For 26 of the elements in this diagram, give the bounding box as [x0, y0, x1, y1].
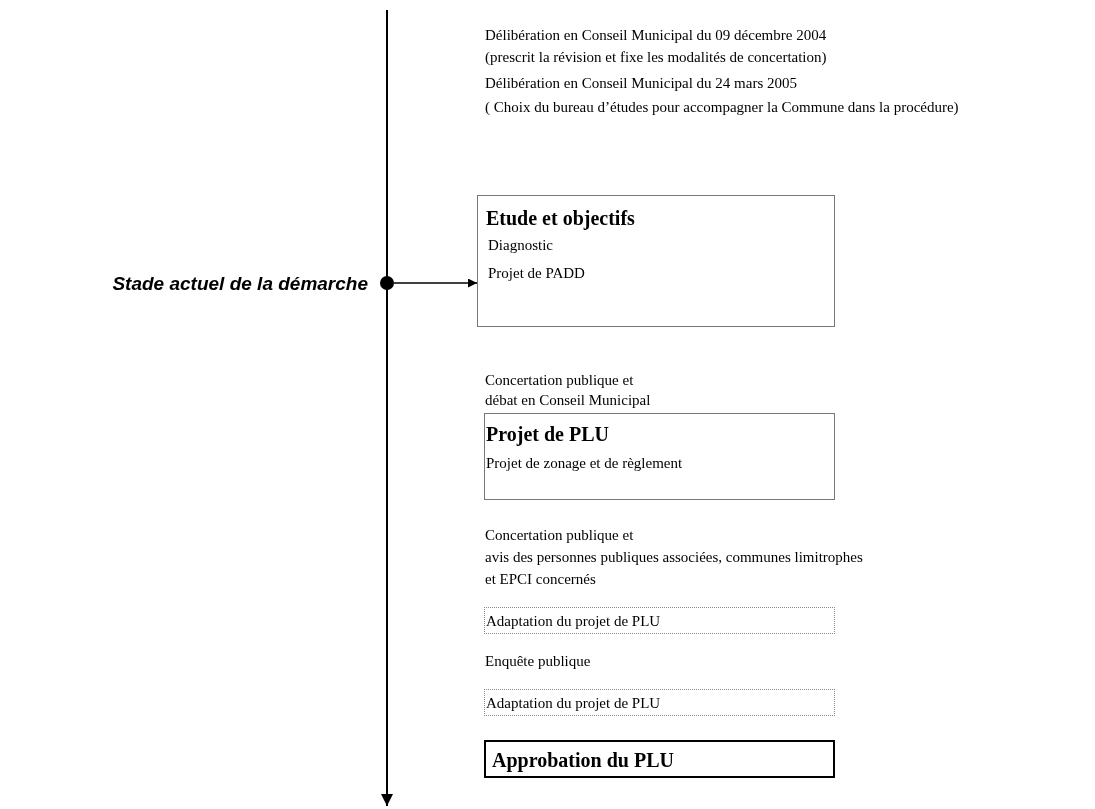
current-stage-label: Stade actuel de la démarche [111, 272, 368, 296]
note-text: ( Choix du bureau d’études pour accompagner la Commune dans la procédure) [485, 98, 960, 117]
stage-box [477, 195, 835, 327]
note-text: et EPCI concernés [485, 570, 596, 588]
step-text: Diagnostic [488, 236, 554, 254]
stage-box [484, 413, 835, 500]
step-text: Adaptation du projet de PLU [486, 612, 662, 630]
dotted-step-box [484, 607, 835, 634]
note-text: Concertation publique et [485, 371, 634, 389]
timeline-dot [380, 276, 394, 290]
step-text: Adaptation du projet de PLU [486, 694, 662, 712]
note-text: avis des personnes publiques associées, communes limitrophes [485, 548, 863, 566]
arrow [393, 278, 478, 288]
note-text: débat en Conseil Municipal [485, 391, 651, 409]
stage-title: Etude et objectifs [486, 206, 636, 230]
stage-title: Approbation du PLU [492, 748, 675, 772]
note-text: (prescrit la révision et fixe les modalités de concertation) [485, 48, 827, 66]
step-text: Projet de PADD [488, 264, 586, 282]
stage-title: Projet de PLU [486, 422, 610, 446]
step-text: Projet de zonage et de règlement [486, 454, 684, 472]
note-text: Délibération en Conseil Municipal du 09 décembre 2004 [485, 26, 827, 44]
note-text: Enquête publique [485, 652, 591, 670]
dotted-step-box [484, 689, 835, 716]
note-text: Concertation publique et [485, 526, 634, 544]
note-text: Délibération en Conseil Municipal du 24 mars 2005 [485, 74, 798, 92]
final-stage-box [484, 740, 835, 778]
